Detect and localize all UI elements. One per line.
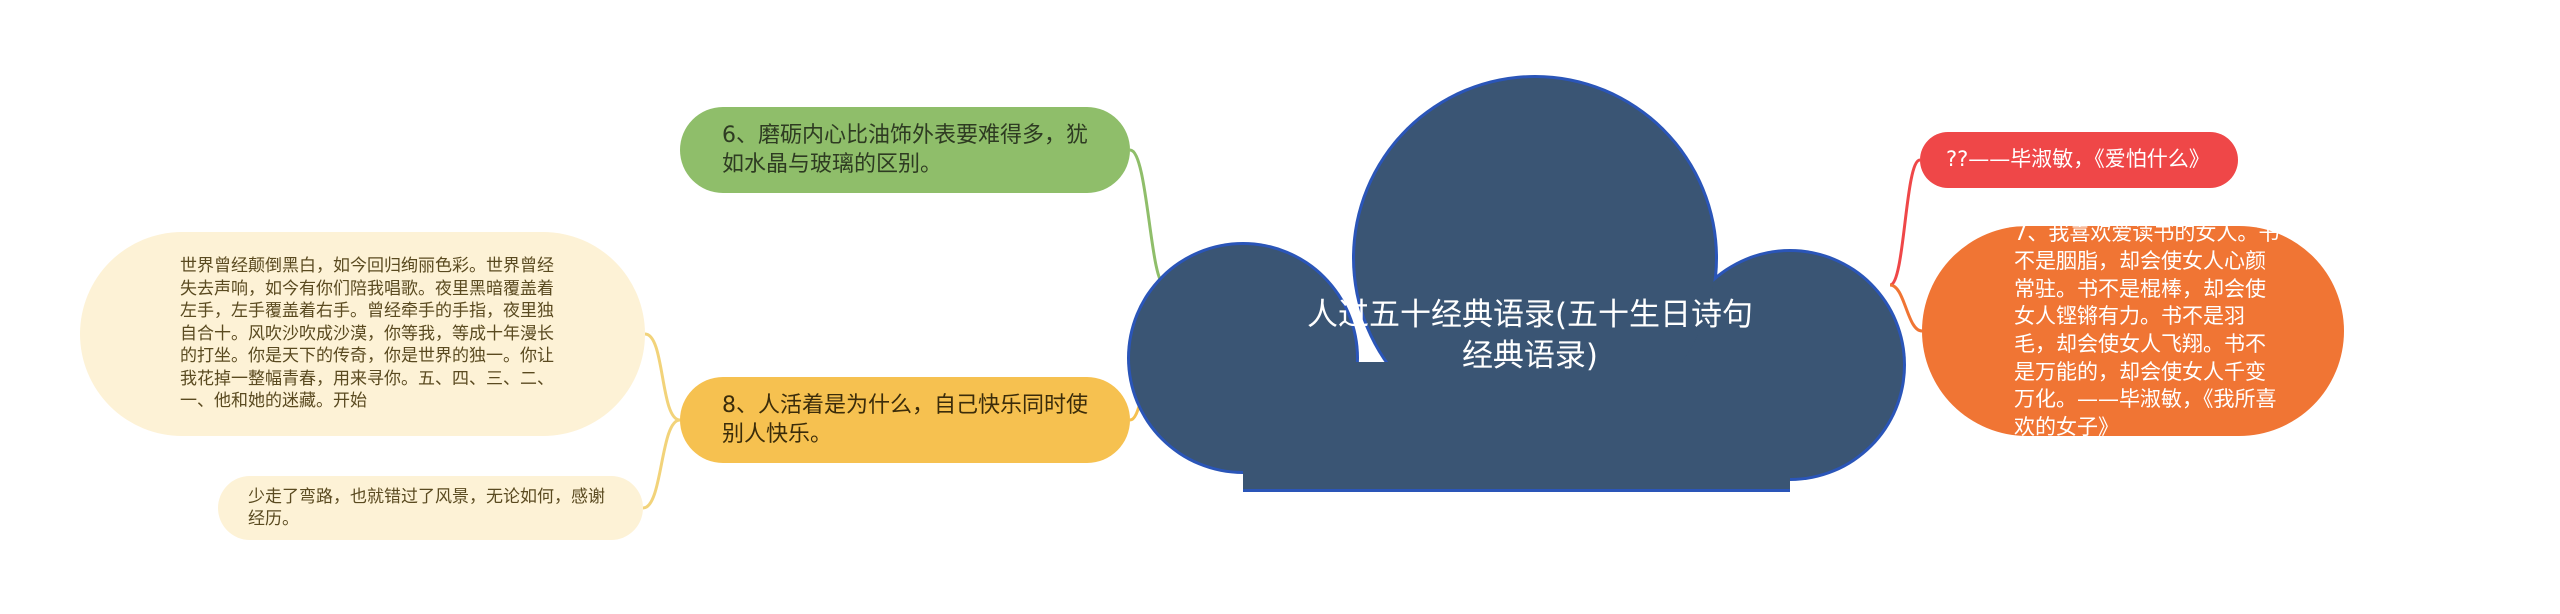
connector-center-to-orange-node: [1889, 283, 1923, 333]
connector-center-to-node6: [1129, 148, 1166, 287]
node-7-reading-women[interactable]: 7、我喜欢爱读书的女人。书不是胭脂，却会使女人心颜常驻。书不是棍棒，却会使女人铿…: [1922, 221, 2344, 439]
node-8-purpose-of-life[interactable]: 8、人活着是为什么，自己快乐同时使别人快乐。: [680, 377, 1130, 463]
node-love-fear-text: ??——毕淑敏，《爱怕什么》: [1946, 147, 2210, 172]
connector-node8-to-cream-small: [642, 418, 681, 510]
node-detour-scenery-text: 少走了弯路，也就错过了风景，无论如何，感谢经历。: [248, 486, 605, 529]
node-8-text: 8、人活着是为什么，自己快乐同时使别人快乐。: [722, 392, 1088, 447]
node-6-inner-polish[interactable]: 6、磨砺内心比油饰外表要难得多，犹如水晶与玻璃的区别。: [680, 107, 1130, 193]
central-cloud[interactable]: [1127, 75, 1906, 492]
node-7-text: 7、我喜欢爱读书的女人。书不是胭脂，却会使女人心颜常驻。书不是棍棒，却会使女人铿…: [2014, 221, 2280, 440]
connector-center-to-red-node: [1889, 158, 1921, 287]
node-world-poem[interactable]: 世界曾经颠倒黑白，如今回归绚丽色彩。世界曾经失去声响，如今有你们陪我唱歌。夜里黑…: [80, 232, 645, 436]
node-world-poem-text: 世界曾经颠倒黑白，如今回归绚丽色彩。世界曾经失去声响，如今有你们陪我唱歌。夜里黑…: [180, 256, 554, 412]
node-detour-scenery[interactable]: 少走了弯路，也就错过了风景，无论如何，感谢经历。: [218, 476, 643, 540]
node-6-text: 6、磨砺内心比油饰外表要难得多，犹如水晶与玻璃的区别。: [722, 122, 1088, 177]
node-love-fear-quote[interactable]: ??——毕淑敏，《爱怕什么》: [1920, 132, 2238, 188]
central-topic[interactable]: 人过五十经典语录(五十生日诗句经典语录): [1306, 297, 1754, 375]
connector-node8-to-cream-large: [644, 332, 681, 422]
